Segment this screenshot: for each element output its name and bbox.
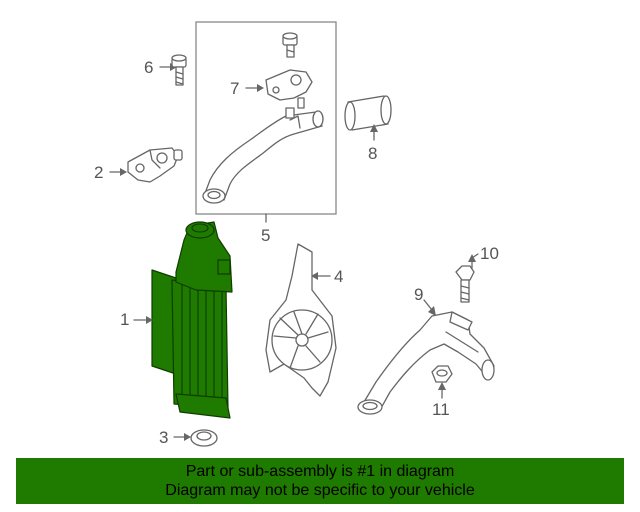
- part-1-intercooler[interactable]: [151, 221, 233, 419]
- part-4-fan-shroud[interactable]: [265, 243, 337, 397]
- part-5-bolt[interactable]: [282, 32, 298, 58]
- part-10-bolt[interactable]: [455, 253, 479, 303]
- part-1-arrow: [146, 316, 153, 324]
- callout-6: 6: [144, 58, 154, 77]
- callout-9: 9: [414, 285, 424, 304]
- part-5-pipe[interactable]: [202, 107, 324, 204]
- part-11-nut[interactable]: [431, 365, 453, 399]
- callout-2: 2: [94, 163, 104, 182]
- banner-line-1: Part or sub-assembly is #1 in diagram: [185, 463, 455, 480]
- callout-11: 11: [432, 400, 450, 419]
- parts-diagram: [109, 21, 495, 447]
- part-7-bracket[interactable]: [245, 69, 313, 109]
- part-3-seal[interactable]: [173, 429, 218, 447]
- banner-line-2: Diagram may not be specific to your vehi…: [165, 482, 475, 499]
- callout-5: 5: [261, 226, 271, 245]
- part-9-pipe[interactable]: [357, 299, 495, 415]
- callout-3: 3: [159, 428, 169, 447]
- part-8-hose[interactable]: [344, 95, 392, 141]
- callout-10: 10: [480, 244, 499, 263]
- callout-4: 4: [334, 267, 344, 286]
- callout-7: 7: [230, 79, 240, 98]
- info-banner: Part or sub-assembly is #1 in diagram Di…: [16, 458, 624, 504]
- callout-8: 8: [368, 144, 378, 163]
- part-6-bolt[interactable]: [159, 54, 187, 86]
- callout-1: 1: [120, 310, 130, 329]
- part-2-bracket[interactable]: [109, 147, 183, 183]
